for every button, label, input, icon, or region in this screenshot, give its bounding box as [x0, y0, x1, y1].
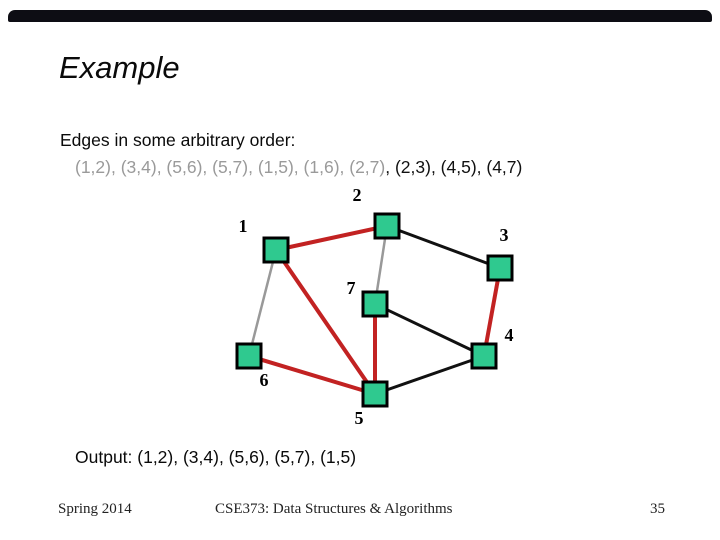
graph-node-3: [486, 254, 514, 282]
edge-1-2-accepted: [275, 224, 388, 252]
graph-node-1: [262, 236, 290, 264]
graph-node-label-1: 1: [239, 216, 248, 236]
graph-node-2: [373, 212, 401, 240]
footer: Spring 2014 CSE373: Data Structures & Al…: [0, 501, 720, 523]
footer-page-number: 35: [650, 501, 665, 517]
graph-node-label-3: 3: [500, 225, 509, 245]
graph-node-5: [361, 380, 389, 408]
top-bar: [8, 10, 712, 22]
edge-2-3-unprocessed: [386, 224, 501, 270]
edge-7-4-unprocessed: [374, 302, 485, 358]
edge-list-processed: (1,2), (3,4), (5,6), (5,7), (1,5), (1,6)…: [75, 157, 386, 177]
graph-diagram: 1 2 3 7 6 4 5: [220, 180, 540, 440]
edges-intro-text: Edges in some arbitrary order:: [60, 130, 296, 150]
graph-node-label-5: 5: [355, 408, 364, 428]
graph-node-label-7: 7: [347, 278, 356, 298]
edge-1-6-rejected: [247, 249, 278, 357]
graph-canvas: 1 2 3 7 6 4 5: [235, 185, 514, 428]
footer-course: CSE373: Data Structures & Algorithms: [215, 501, 453, 517]
edge-3-4-accepted: [482, 267, 502, 357]
graph-node-label-4: 4: [505, 325, 514, 345]
edge-5-4-unprocessed: [374, 354, 485, 396]
graph-node-label-2: 2: [353, 185, 362, 205]
graph-node-6: [235, 342, 263, 370]
graph-node-4: [470, 342, 498, 370]
edge-1-5-accepted: [274, 248, 377, 396]
graph-node-label-6: 6: [260, 370, 269, 390]
footer-term: Spring 2014: [58, 501, 132, 517]
edge-list-remaining: , (2,3), (4,5), (4,7): [385, 157, 523, 177]
edge-6-5-accepted: [248, 354, 376, 396]
edge-list: (1,2), (3,4), (5,6), (5,7), (1,5), (1,6)…: [75, 157, 522, 178]
output-line: Output: (1,2), (3,4), (5,6), (5,7), (1,5…: [75, 447, 357, 467]
graph-node-7: [361, 290, 389, 318]
page-title: Example: [59, 50, 180, 85]
